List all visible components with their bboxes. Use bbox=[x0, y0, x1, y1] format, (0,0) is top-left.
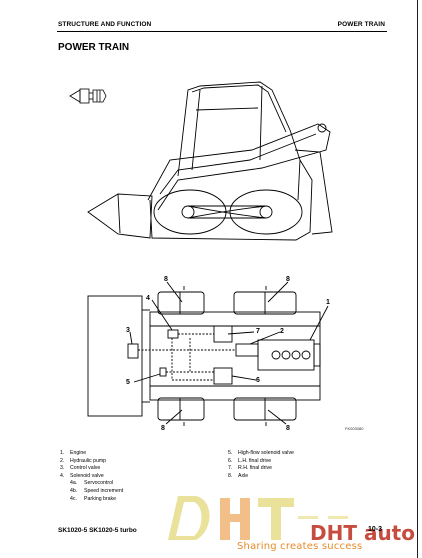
legend-item: 2.Hydraulic pump bbox=[60, 457, 107, 464]
header-section: STRUCTURE AND FUNCTION bbox=[58, 21, 152, 28]
callout-8-top-right: 8 bbox=[286, 276, 290, 283]
watermark-logo bbox=[168, 496, 348, 540]
drawing-code: FK003080 bbox=[345, 426, 364, 431]
callout-5: 5 bbox=[126, 379, 130, 386]
callout-2: 2 bbox=[280, 328, 284, 335]
callout-1: 1 bbox=[326, 299, 330, 306]
legend-item: 7.R.H. final drive bbox=[228, 465, 273, 472]
legend-item: 3.Control valve bbox=[60, 465, 101, 472]
legend-item: 4.Solenoid valve bbox=[60, 472, 104, 479]
callout-3: 3 bbox=[126, 327, 130, 334]
svg-text:DHT auto: DHT auto bbox=[310, 521, 415, 545]
page-title: POWER TRAIN bbox=[58, 42, 130, 53]
callout-6: 6 bbox=[256, 377, 260, 384]
orientation-icon bbox=[69, 88, 107, 104]
callout-7: 7 bbox=[256, 328, 260, 335]
footer-page-number: 10-3 bbox=[367, 526, 382, 533]
power-train-schematic bbox=[87, 281, 329, 426]
callout-8-top-left: 8 bbox=[164, 276, 168, 283]
legend-subitem: 4c.Parking brake bbox=[70, 495, 117, 502]
legend-item: 1.Engine bbox=[60, 450, 87, 456]
legend-item: 6.L.H. final drive bbox=[228, 457, 272, 464]
header-rule bbox=[57, 31, 387, 32]
callout-8-bottom-left: 8 bbox=[161, 425, 165, 432]
page-edge-line bbox=[417, 0, 418, 558]
footer-model: SK1020-5 SK1020-5 turbo bbox=[58, 527, 137, 534]
legend-item: 5.High-flow solenoid valve bbox=[228, 450, 294, 456]
legend-right-column: 5.High-flow solenoid valve 6.L.H. final … bbox=[228, 450, 378, 480]
legend-subitem: 4b.Speed increment bbox=[70, 487, 124, 494]
callout-8-bottom-right: 8 bbox=[286, 425, 290, 432]
legend-subitem: 4a.Servocontrol bbox=[70, 480, 114, 487]
header-topic: POWER TRAIN bbox=[337, 21, 385, 28]
legend-item: 8.Axle bbox=[228, 472, 249, 479]
watermark-tagline: Sharing creates success bbox=[237, 541, 363, 552]
callout-4: 4 bbox=[146, 295, 150, 302]
loader-side-view bbox=[87, 81, 333, 241]
legend-left-column: 1.Engine 2.Hydraulic pump 3.Control valv… bbox=[60, 450, 210, 503]
watermark-auto-wordmark: DHT auto bbox=[310, 521, 415, 545]
